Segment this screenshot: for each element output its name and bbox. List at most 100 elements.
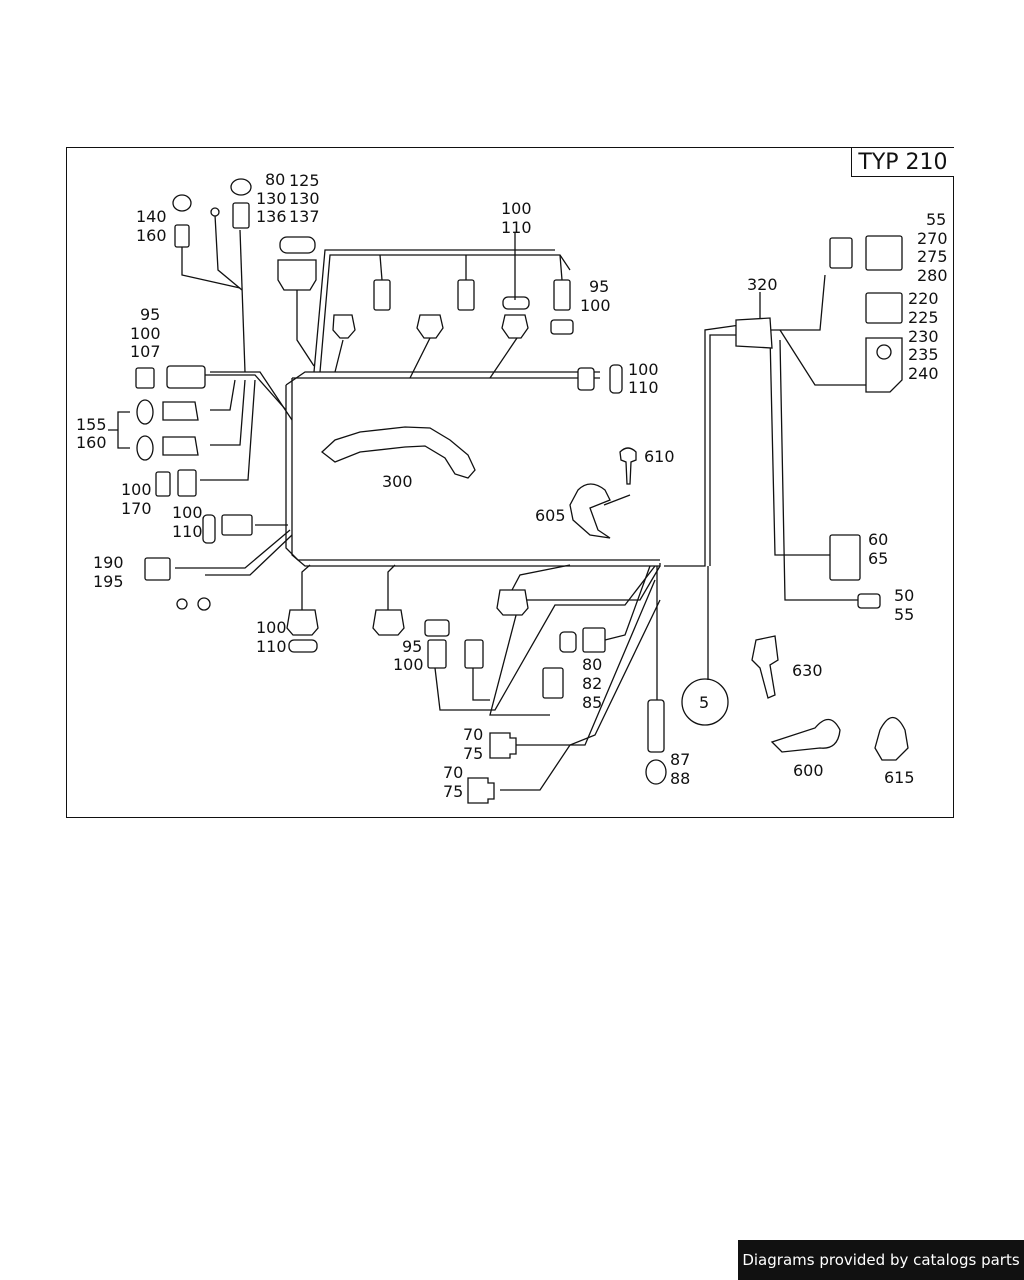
clip-615	[874, 716, 909, 761]
callout-87: 87	[670, 750, 690, 769]
connector-top-8	[550, 319, 574, 335]
callout-95f: 95	[402, 637, 422, 656]
callout-100h: 100	[501, 199, 532, 218]
callout-100i: 100	[580, 296, 611, 315]
callout-60: 60	[868, 530, 888, 549]
callout-240: 240	[908, 364, 939, 383]
connector-top-4	[373, 279, 391, 311]
connector-left-190	[144, 557, 171, 581]
callout-137: 137	[289, 207, 320, 226]
connector-125	[279, 236, 316, 254]
callout-275: 275	[917, 247, 948, 266]
ring-terminal-2	[197, 597, 211, 611]
connector-155	[162, 401, 199, 421]
callout-70b: 70	[443, 763, 463, 782]
callout-75a: 75	[463, 744, 483, 763]
ring-terminal-top	[210, 207, 220, 217]
connector-bottom-3	[496, 589, 529, 616]
callout-630: 630	[792, 661, 823, 680]
diagram-frame	[66, 147, 954, 818]
grommet-140	[172, 194, 192, 212]
part-300	[320, 426, 476, 479]
callout-65: 65	[868, 549, 888, 568]
connector-50	[857, 593, 881, 609]
connector-bottom-1	[286, 609, 319, 636]
callout-100d: 100	[172, 503, 203, 522]
callout-88: 88	[670, 769, 690, 788]
connector-top-2	[416, 314, 444, 339]
connector-225	[865, 292, 903, 324]
callout-55k: 55	[894, 605, 914, 624]
callout-190: 190	[93, 553, 124, 572]
connector-top-7	[502, 296, 530, 310]
connector-80	[559, 631, 577, 653]
connector-70-b	[467, 777, 495, 804]
connector-85	[542, 667, 564, 699]
sensor-87	[647, 699, 665, 753]
connector-left-100b	[155, 471, 171, 497]
callout-75b: 75	[443, 782, 463, 801]
callout-labels: 80 125 130 130 136 137 140 160 95 100 10…	[76, 170, 948, 801]
callout-600: 600	[793, 761, 824, 780]
seal-160	[136, 435, 154, 461]
callout-136: 136	[256, 207, 287, 226]
bracket-155-160	[108, 411, 130, 449]
callout-85: 85	[582, 693, 602, 712]
connector-left-110	[202, 514, 216, 544]
connector-bottom-1b	[288, 639, 318, 653]
callout-155: 155	[76, 415, 107, 434]
connector-235-port	[876, 344, 892, 360]
connector-160	[162, 436, 199, 456]
callout-5: 5	[699, 693, 709, 712]
connector-top-6	[553, 279, 571, 311]
callout-55: 55	[926, 210, 946, 229]
callout-230: 230	[908, 327, 939, 346]
connector-bottom-100b	[464, 639, 484, 669]
callout-280: 280	[917, 266, 948, 285]
callout-107: 107	[130, 342, 161, 361]
callout-125: 125	[289, 171, 320, 190]
callout-110e: 110	[256, 637, 287, 656]
callout-110j: 110	[628, 378, 659, 397]
connector-left-100	[166, 365, 206, 389]
connector-bottom-2	[372, 609, 405, 636]
callout-160: 160	[136, 226, 167, 245]
connector-140	[174, 224, 190, 248]
callout-220: 220	[908, 289, 939, 308]
callout-320: 320	[747, 275, 778, 294]
seal-155	[136, 399, 154, 425]
connector-top-5	[457, 279, 475, 311]
connector-235	[865, 337, 903, 393]
callout-615: 615	[884, 768, 915, 787]
callout-100c: 100	[121, 480, 152, 499]
connector-275	[865, 235, 903, 271]
connector-top-3	[501, 314, 529, 339]
callout-110h: 110	[501, 218, 532, 237]
connector-130	[232, 202, 250, 229]
main-harness	[175, 214, 871, 791]
connector-bottom-95	[424, 619, 450, 637]
callout-80g: 80	[582, 655, 602, 674]
callout-130a: 130	[256, 189, 287, 208]
connector-left-170	[177, 469, 197, 497]
callout-100j: 100	[628, 360, 659, 379]
connector-left-95	[135, 367, 155, 389]
credit-banner: Diagrams provided by catalogs parts	[738, 1240, 1024, 1280]
connector-270	[829, 237, 853, 269]
callout-195: 195	[93, 572, 124, 591]
connector-right-100	[577, 367, 595, 391]
connector-82	[582, 627, 606, 653]
callout-140: 140	[136, 207, 167, 226]
callout-50: 50	[894, 586, 914, 605]
callout-170: 170	[121, 499, 152, 518]
connector-70-a	[489, 732, 517, 759]
callout-605: 605	[535, 506, 566, 525]
connector-right-110	[609, 364, 623, 394]
ring-terminal-1	[176, 598, 188, 610]
grommet-320	[735, 317, 773, 349]
callout-300: 300	[382, 472, 413, 491]
callout-130b: 130	[289, 189, 320, 208]
connector-60	[829, 534, 861, 581]
callout-110d: 110	[172, 522, 203, 541]
